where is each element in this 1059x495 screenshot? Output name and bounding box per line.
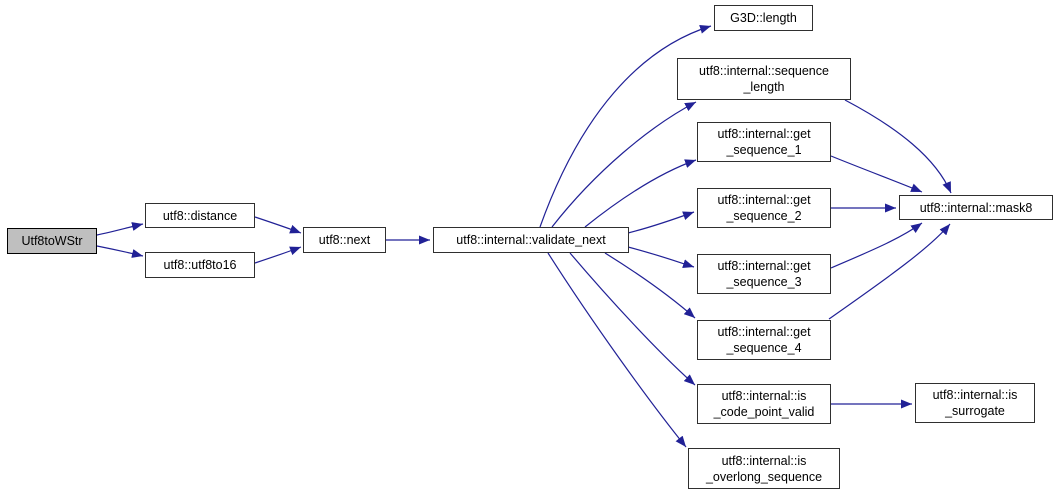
edge-validate-next-to-g3d-length bbox=[539, 24, 712, 228]
edge-validate-next-to-get-sequence-4 bbox=[604, 252, 696, 319]
node-sequence-length[interactable]: utf8::internal::sequence _length bbox=[677, 58, 851, 100]
node-label: utf8::internal::is _overlong_sequence bbox=[705, 453, 823, 484]
node-label: utf8::internal::get _sequence_3 bbox=[717, 259, 811, 289]
node-get-sequence-2[interactable]: utf8::internal::get _sequence_2 bbox=[697, 188, 831, 228]
node-label: utf8::internal::get _sequence_2 bbox=[717, 193, 811, 223]
edge-validate-next-to-is-code-point-valid bbox=[569, 252, 696, 386]
edge-utf8towstr-to-utf8to16 bbox=[96, 245, 144, 258]
node-utf8to16[interactable]: utf8::utf8to16 bbox=[145, 252, 255, 278]
node-validate-next[interactable]: utf8::internal::validate_next bbox=[433, 227, 629, 253]
edge-distance-to-next bbox=[254, 216, 302, 234]
node-get-sequence-4[interactable]: utf8::internal::get _sequence_4 bbox=[697, 320, 831, 360]
node-label: utf8::next bbox=[318, 233, 371, 247]
node-get-sequence-1[interactable]: utf8::internal::get _sequence_1 bbox=[697, 122, 831, 162]
node-mask8[interactable]: utf8::internal::mask8 bbox=[899, 195, 1053, 220]
node-label: G3D::length bbox=[730, 11, 797, 25]
node-label: utf8::internal::mask8 bbox=[919, 200, 1033, 215]
node-label: utf8::internal::is _surrogate bbox=[932, 388, 1018, 418]
edge-get-sequence-4-to-mask8 bbox=[828, 223, 951, 320]
node-label: utf8::internal::get _sequence_1 bbox=[717, 127, 811, 157]
node-label: Utf8toWStr bbox=[21, 234, 83, 248]
node-distance[interactable]: utf8::distance bbox=[145, 203, 255, 228]
node-is-overlong-sequence[interactable]: utf8::internal::is _overlong_sequence bbox=[688, 448, 840, 489]
node-utf8towstr[interactable]: Utf8toWStr bbox=[7, 228, 97, 254]
node-label: utf8::internal::validate_next bbox=[456, 233, 606, 247]
edge-sequence-length-to-mask8 bbox=[844, 99, 952, 194]
node-next[interactable]: utf8::next bbox=[303, 227, 386, 253]
edge-validate-next-to-get-sequence-1 bbox=[584, 159, 697, 228]
edge-validate-next-to-is-overlong-sequence bbox=[547, 252, 687, 448]
edge-get-sequence-3-to-mask8 bbox=[830, 222, 923, 269]
node-g3d-length[interactable]: G3D::length bbox=[714, 5, 813, 31]
edge-utf8to16-to-next bbox=[254, 246, 302, 264]
edge-utf8towstr-to-distance bbox=[96, 222, 144, 236]
edge-validate-next-to-get-sequence-2 bbox=[627, 211, 695, 234]
node-label: utf8::utf8to16 bbox=[163, 258, 237, 272]
edge-get-sequence-1-to-mask8 bbox=[830, 155, 923, 193]
edge-validate-next-to-sequence-length bbox=[551, 101, 697, 228]
node-get-sequence-3[interactable]: utf8::internal::get _sequence_3 bbox=[697, 254, 831, 294]
node-is-code-point-valid[interactable]: utf8::internal::is _code_point_valid bbox=[697, 384, 831, 424]
node-label: utf8::internal::is _code_point_valid bbox=[713, 389, 815, 419]
edge-validate-next-to-get-sequence-3 bbox=[627, 246, 695, 268]
node-label: utf8::internal::get _sequence_4 bbox=[717, 325, 811, 355]
node-is-surrogate[interactable]: utf8::internal::is _surrogate bbox=[915, 383, 1035, 423]
node-label: utf8::distance bbox=[162, 208, 238, 223]
node-label: utf8::internal::sequence _length bbox=[699, 64, 829, 94]
